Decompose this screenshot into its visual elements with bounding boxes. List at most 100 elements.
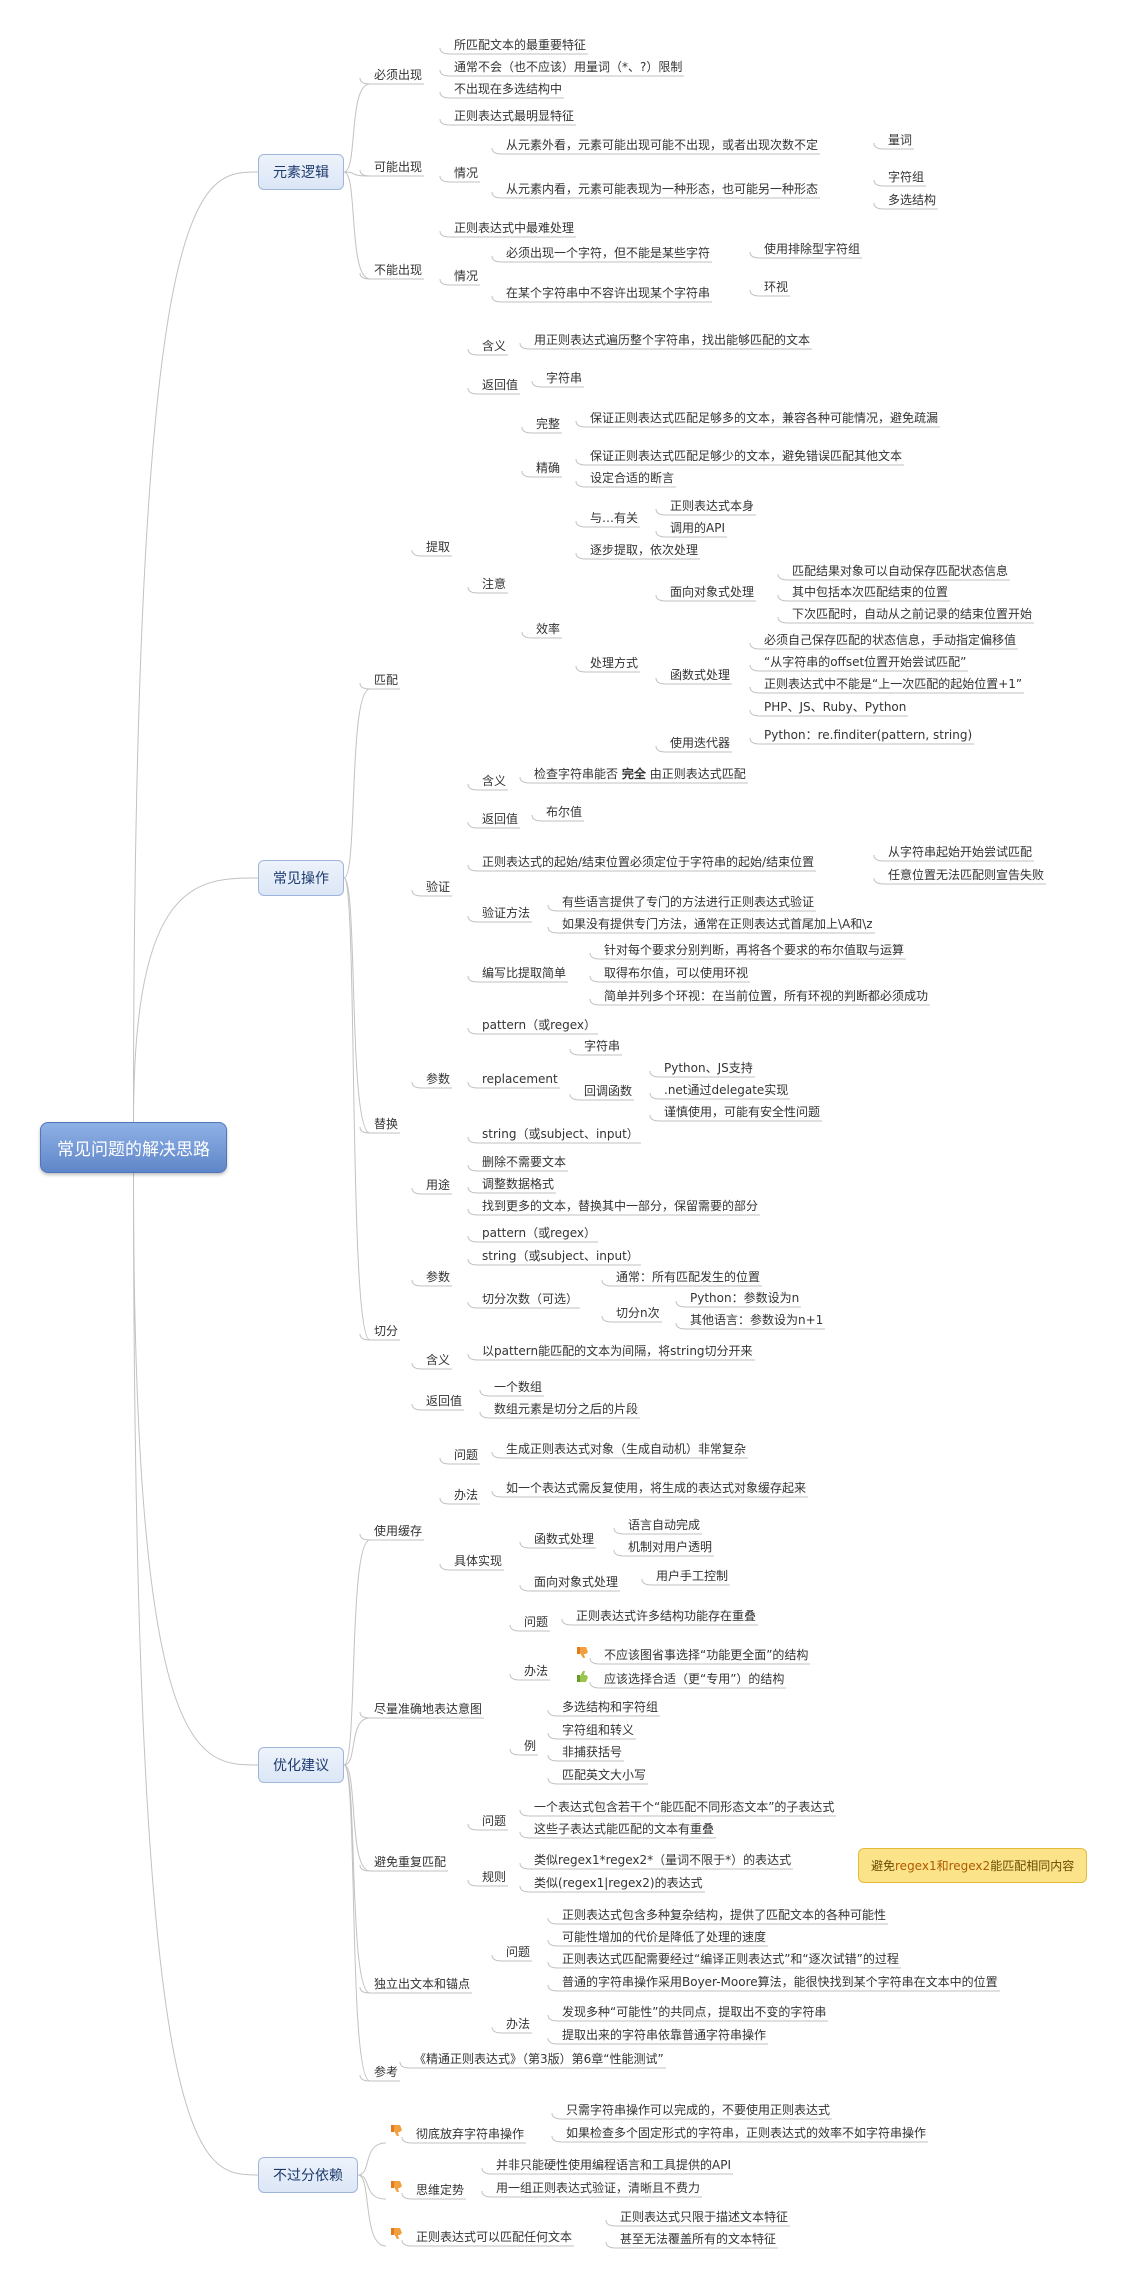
node[interactable]: 可能出现 bbox=[374, 160, 423, 174]
node[interactable]: 通常不会（也不应该）用量词（*、?）限制 bbox=[454, 60, 683, 74]
node[interactable]: 类似regex1*regex2*（量词不限于*）的表达式 bbox=[534, 1853, 792, 1867]
node[interactable]: 逐步提取，依次处理 bbox=[590, 543, 699, 557]
node[interactable]: 可能性增加的代价是降低了处理的速度 bbox=[562, 1930, 767, 1944]
node[interactable]: Python：参数设为n bbox=[690, 1291, 800, 1305]
node[interactable]: 非捕获括号 bbox=[562, 1745, 623, 1759]
node[interactable]: 独立出文本和锚点 bbox=[374, 1977, 471, 1991]
node[interactable]: 谨慎使用，可能有安全性问题 bbox=[664, 1105, 821, 1119]
node[interactable]: 正则表达式中不能是“上一次匹配的起始位置+1” bbox=[764, 677, 1023, 691]
node[interactable]: 量词 bbox=[888, 133, 913, 147]
node[interactable]: 一个数组 bbox=[494, 1380, 543, 1394]
node[interactable]: 返回值 bbox=[482, 812, 519, 826]
node[interactable]: 效率 bbox=[536, 622, 561, 636]
node[interactable]: 不应该图省事选择“功能更全面”的结构 bbox=[604, 1648, 809, 1662]
node[interactable]: 调整数据格式 bbox=[482, 1177, 555, 1191]
node[interactable]: 《精通正则表达式》（第3版）第6章“性能测试” bbox=[414, 2052, 664, 2066]
branch-element-logic[interactable]: 元素逻辑 bbox=[258, 154, 344, 190]
node[interactable]: 任意位置无法匹配则宣告失败 bbox=[888, 868, 1045, 882]
node[interactable]: 问题 bbox=[506, 1945, 531, 1959]
node[interactable]: 保证正则表达式匹配足够多的文本，兼容各种可能情况，避免疏漏 bbox=[590, 411, 939, 425]
node[interactable]: 一个表达式包含若干个“能匹配不同形态文本”的子表达式 bbox=[534, 1800, 835, 1814]
node[interactable]: 匹配结果对象可以自动保存匹配状态信息 bbox=[792, 564, 1009, 578]
node[interactable]: 面向对象式处理 bbox=[534, 1575, 619, 1589]
node[interactable]: 不能出现 bbox=[374, 263, 423, 277]
node[interactable]: 所匹配文本的最重要特征 bbox=[454, 38, 587, 52]
node[interactable]: pattern（或regex） bbox=[482, 1226, 597, 1240]
node[interactable]: 编写比提取简单 bbox=[482, 966, 567, 980]
node[interactable]: 办法 bbox=[506, 2017, 531, 2031]
node[interactable]: 正则表达式中最难处理 bbox=[454, 221, 575, 235]
node[interactable]: 使用迭代器 bbox=[670, 736, 731, 750]
node[interactable]: 字符串 bbox=[584, 1039, 621, 1053]
node[interactable]: 函数式处理 bbox=[534, 1532, 595, 1546]
node[interactable]: 参考 bbox=[374, 2065, 399, 2079]
node[interactable]: Python：re.finditer(pattern, string) bbox=[764, 728, 973, 742]
node[interactable]: PHP、JS、Ruby、Python bbox=[764, 700, 907, 714]
node[interactable]: pattern（或regex） bbox=[482, 1018, 597, 1032]
node[interactable]: 与…有关 bbox=[590, 511, 639, 525]
node[interactable]: 含义 bbox=[482, 774, 507, 788]
node[interactable]: 简单并列多个环视：在当前位置，所有环视的判断都必须成功 bbox=[604, 989, 929, 1003]
node[interactable]: 验证 bbox=[426, 880, 451, 894]
node[interactable]: “从字符串的offset位置开始尝试匹配” bbox=[764, 655, 967, 669]
node[interactable]: 从字符串起始开始尝试匹配 bbox=[888, 845, 1033, 859]
node[interactable]: 从元素外看，元素可能出现可能不出现，或者出现次数不定 bbox=[506, 138, 819, 152]
node[interactable]: 生成正则表达式对象（生成自动机）非常复杂 bbox=[506, 1442, 747, 1456]
node[interactable]: 并非只能硬性使用编程语言和工具提供的API bbox=[496, 2158, 731, 2172]
node[interactable]: 多选结构 bbox=[888, 193, 937, 207]
node[interactable]: 思维定势 bbox=[416, 2183, 465, 2197]
node[interactable]: 完整 bbox=[536, 417, 561, 431]
node[interactable]: 如果检查多个固定形式的字符串，正则表达式的效率不如字符串操作 bbox=[566, 2126, 927, 2140]
branch-common-operations[interactable]: 常见操作 bbox=[258, 860, 344, 896]
node[interactable]: 设定合适的断言 bbox=[590, 471, 675, 485]
node[interactable]: 从元素内看，元素可能表现为一种形态，也可能另一种形态 bbox=[506, 182, 819, 196]
node[interactable]: 办法 bbox=[524, 1664, 549, 1678]
node[interactable]: 面向对象式处理 bbox=[670, 585, 755, 599]
node[interactable]: 正则表达式可以匹配任何文本 bbox=[416, 2230, 573, 2244]
node[interactable]: 含义 bbox=[426, 1353, 451, 1367]
node[interactable]: 通常：所有匹配发生的位置 bbox=[616, 1270, 761, 1284]
node[interactable]: 情况 bbox=[454, 269, 479, 283]
node[interactable]: 用途 bbox=[426, 1178, 451, 1192]
node[interactable]: 用正则表达式遍历整个字符串，找出能够匹配的文本 bbox=[534, 333, 811, 347]
node[interactable]: 其他语言：参数设为n+1 bbox=[690, 1313, 824, 1327]
node[interactable]: 在某个字符串中不容许出现某个字符串 bbox=[506, 286, 711, 300]
node[interactable]: 正则表达式包含多种复杂结构，提供了匹配文本的各种可能性 bbox=[562, 1908, 887, 1922]
node[interactable]: 问题 bbox=[454, 1448, 479, 1462]
node[interactable]: 以pattern能匹配的文本为间隔，将string切分开来 bbox=[482, 1344, 753, 1358]
node[interactable]: 必须出现 bbox=[374, 68, 423, 82]
node[interactable]: 替换 bbox=[374, 1117, 399, 1131]
node[interactable]: 正则表达式许多结构功能存在重叠 bbox=[576, 1609, 757, 1623]
node[interactable]: replacement bbox=[482, 1072, 558, 1086]
node[interactable]: 必须自己保存匹配的状态信息，手动指定偏移值 bbox=[764, 633, 1017, 647]
node[interactable]: 处理方式 bbox=[590, 656, 639, 670]
node[interactable]: 保证正则表达式匹配足够少的文本，避免错误匹配其他文本 bbox=[590, 449, 903, 463]
node-verify-meaning[interactable]: 检查字符串能否 完全 由正则表达式匹配 bbox=[534, 767, 746, 781]
node[interactable]: 返回值 bbox=[482, 378, 519, 392]
node[interactable]: 问题 bbox=[524, 1615, 549, 1629]
node[interactable]: 字符串 bbox=[546, 371, 583, 385]
node[interactable]: 普通的字符串操作采用Boyer-Moore算法，能很快找到某个字符串在文本中的位… bbox=[562, 1975, 998, 1989]
node[interactable]: 彻底放弃字符串操作 bbox=[416, 2127, 525, 2141]
node[interactable]: 参数 bbox=[426, 1072, 451, 1086]
node[interactable]: 正则表达式本身 bbox=[670, 499, 755, 513]
node[interactable]: 切分n次 bbox=[616, 1306, 660, 1320]
node[interactable]: 切分 bbox=[374, 1324, 399, 1338]
node[interactable]: 用户手工控制 bbox=[656, 1569, 729, 1583]
node[interactable]: 类似(regex1|regex2)的表达式 bbox=[534, 1876, 703, 1890]
node[interactable]: 有些语言提供了专门的方法进行正则表达式验证 bbox=[562, 895, 815, 909]
node[interactable]: 验证方法 bbox=[482, 906, 531, 920]
node[interactable]: 其中包括本次匹配结束的位置 bbox=[792, 585, 949, 599]
branch-not-overrely[interactable]: 不过分依赖 bbox=[258, 2157, 358, 2193]
node[interactable]: 只需字符串操作可以完成的，不要使用正则表达式 bbox=[566, 2103, 831, 2117]
root-topic[interactable]: 常见问题的解决思路 bbox=[40, 1122, 227, 1173]
node[interactable]: 下次匹配时，自动从之前记录的结束位置开始 bbox=[792, 607, 1033, 621]
node[interactable]: 正则表达式最明显特征 bbox=[454, 109, 575, 123]
node[interactable]: string（或subject、input） bbox=[482, 1127, 639, 1141]
node[interactable]: 精确 bbox=[536, 461, 561, 475]
node[interactable]: 使用排除型字符组 bbox=[764, 242, 861, 256]
node[interactable]: 返回值 bbox=[426, 1394, 463, 1408]
node[interactable]: 匹配 bbox=[374, 673, 399, 687]
node[interactable]: 正则表达式匹配需要经过“编译正则表达式”和“逐次试错”的过程 bbox=[562, 1952, 899, 1966]
branch-optimization[interactable]: 优化建议 bbox=[258, 1747, 344, 1783]
